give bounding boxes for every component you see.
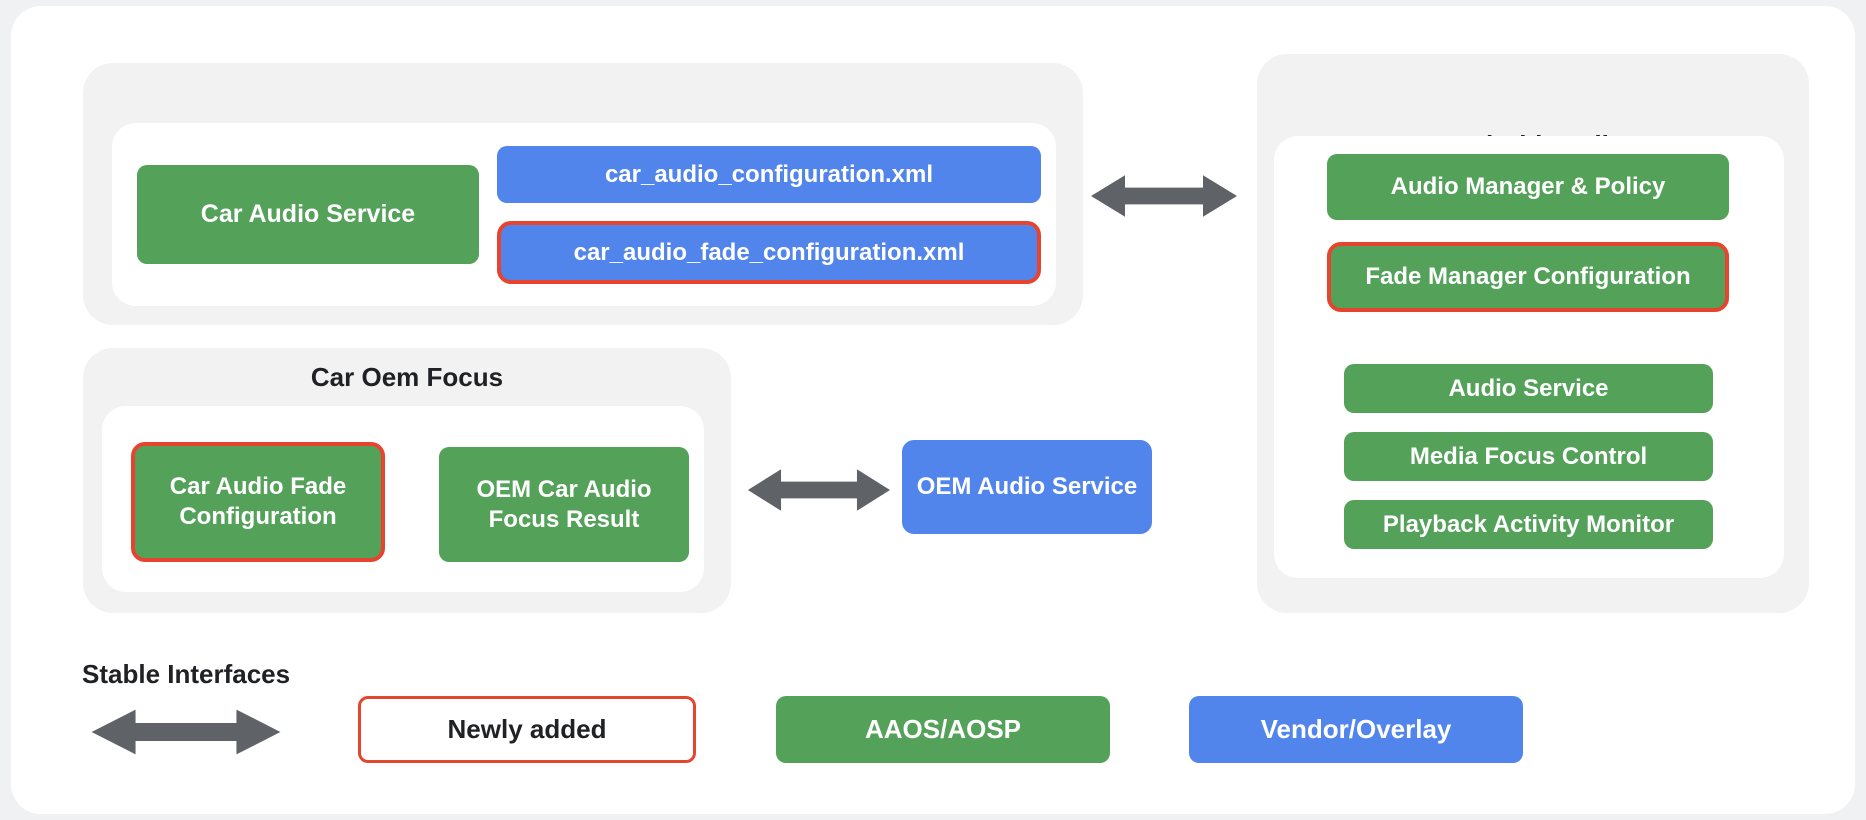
- group-car-service: Car Service Car Audio Service car_audio_…: [83, 63, 1083, 325]
- double-arrow-icon: [91, 709, 281, 755]
- bidirectional-arrow-car-oem-focus-oem-audio-service: [746, 464, 892, 516]
- group-car-oem-focus: Car Oem Focus Car Audio Fade Configurati…: [83, 348, 731, 613]
- node-car-audio-fade-configuration-xml: car_audio_fade_configuration.xml: [497, 221, 1041, 284]
- node-car-audio-service: Car Audio Service: [137, 165, 479, 264]
- double-arrow-icon: [1091, 175, 1237, 217]
- legend-stable-interfaces-arrow: [89, 704, 283, 760]
- bidirectional-arrow-car-service-android-media: [1089, 170, 1239, 222]
- legend-stable-interfaces-label: Stable Interfaces: [82, 659, 291, 689]
- node-oem-car-audio-focus-result: OEM Car Audio Focus Result: [439, 447, 689, 562]
- node-car-audio-fade-configuration: Car Audio Fade Configuration: [131, 442, 385, 562]
- group-title-car-oem-focus: Car Oem Focus: [310, 362, 504, 392]
- legend-newly-added: Newly added: [358, 696, 696, 763]
- node-fade-manager-configuration: Fade Manager Configuration: [1327, 242, 1729, 312]
- node-playback-activity-monitor: Playback Activity Monitor: [1344, 500, 1713, 549]
- legend-vendor-overlay: Vendor/Overlay: [1189, 696, 1523, 763]
- double-arrow-icon: [747, 469, 891, 511]
- node-car-audio-configuration-xml: car_audio_configuration.xml: [497, 146, 1041, 203]
- node-oem-audio-service: OEM Audio Service: [902, 440, 1152, 534]
- group-android-media: Android Media Audio Manager & Policy Fad…: [1257, 54, 1809, 613]
- diagram-card: Car Service Car Audio Service car_audio_…: [11, 6, 1855, 814]
- node-audio-service: Audio Service: [1344, 364, 1713, 413]
- legend-aaos-aosp: AAOS/AOSP: [776, 696, 1110, 763]
- node-audio-manager-policy: Audio Manager & Policy: [1327, 154, 1729, 220]
- node-media-focus-control: Media Focus Control: [1344, 432, 1713, 481]
